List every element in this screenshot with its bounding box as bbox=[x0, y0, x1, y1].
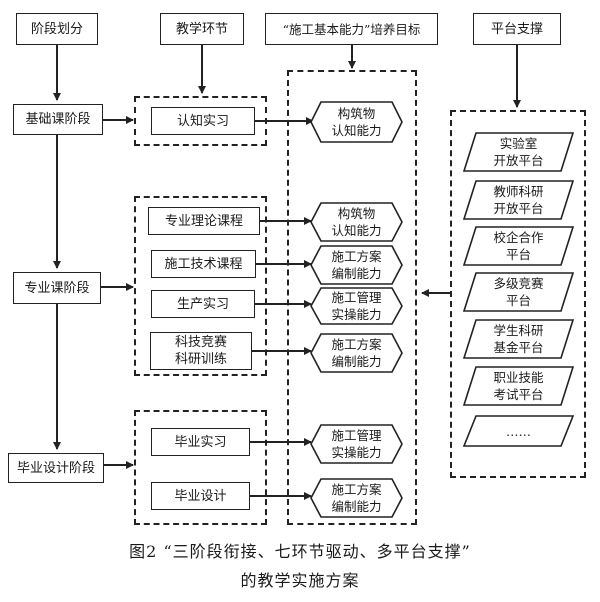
figure-caption-line-1: 图2 “三阶段衔接、七环节驱动、多平台支撑” bbox=[129, 542, 471, 561]
platform-container bbox=[450, 110, 586, 478]
ability-label-6: 施工管理 实操能力 bbox=[331, 428, 382, 460]
stage-major: 专业课阶段 bbox=[13, 272, 101, 304]
platform-label-5: 学生科研 基金平台 bbox=[493, 323, 544, 355]
header-platform: 平台支撑 bbox=[473, 13, 561, 45]
ability-label-7: 施工方案 编制能力 bbox=[331, 482, 382, 514]
figure-caption-line-2: 的教学实施方案 bbox=[240, 571, 360, 590]
platform-shape-4 bbox=[462, 272, 575, 312]
platform-label-2: 教师科研 开放平台 bbox=[493, 184, 544, 216]
ability-shape-2 bbox=[310, 202, 403, 242]
platform-shape-2 bbox=[462, 180, 575, 220]
platform-label-7: …… bbox=[506, 423, 531, 439]
platform-shape-5 bbox=[462, 319, 575, 359]
teaching-group-major bbox=[134, 196, 267, 376]
platform-shape-7 bbox=[462, 415, 575, 447]
ability-shape-3 bbox=[310, 245, 403, 285]
ability-label-1: 构筑物 认知能力 bbox=[331, 106, 382, 138]
ability-label-2: 构筑物 认知能力 bbox=[331, 206, 382, 238]
link-professional-theory: 专业理论课程 bbox=[148, 207, 260, 235]
link-cognition-practice: 认知实习 bbox=[151, 107, 255, 135]
platform-shape-3 bbox=[462, 226, 575, 266]
stage-basic: 基础课阶段 bbox=[13, 104, 103, 135]
ability-shape-6 bbox=[310, 424, 403, 464]
link-competition-research: 科技竞赛 科研训练 bbox=[150, 332, 252, 370]
ability-label-5: 施工方案 编制能力 bbox=[331, 337, 382, 369]
ability-label-3: 施工方案 编制能力 bbox=[331, 249, 382, 281]
ability-shape-1 bbox=[310, 101, 403, 143]
header-goal: “施工基本能力”培养目标 bbox=[265, 13, 438, 45]
platform-label-6: 职业技能 考试平台 bbox=[493, 370, 544, 402]
header-stage: 阶段划分 bbox=[16, 13, 98, 45]
link-construction-tech: 施工技术课程 bbox=[151, 250, 256, 278]
ability-shape-5 bbox=[310, 333, 403, 373]
platform-shape-1 bbox=[462, 132, 575, 172]
ability-label-4: 施工管理 实操能力 bbox=[331, 290, 382, 322]
header-teaching: 教学环节 bbox=[160, 13, 244, 45]
teaching-group-graduation bbox=[134, 410, 267, 525]
link-production-practice: 生产实习 bbox=[151, 290, 255, 318]
teaching-group-basic bbox=[134, 96, 267, 146]
link-graduation-practice: 毕业实习 bbox=[151, 428, 250, 456]
ability-shape-4 bbox=[310, 287, 403, 325]
platform-label-4: 多级竞赛 平台 bbox=[493, 276, 544, 308]
goal-container bbox=[287, 70, 417, 525]
platform-label-1: 实验室 开放平台 bbox=[493, 136, 544, 168]
link-graduation-design: 毕业设计 bbox=[151, 482, 250, 510]
platform-label-3: 校企合作 平台 bbox=[493, 230, 544, 262]
platform-shape-6 bbox=[462, 366, 575, 406]
ability-shape-7 bbox=[310, 478, 403, 518]
stage-graduation: 毕业设计阶段 bbox=[8, 453, 104, 483]
